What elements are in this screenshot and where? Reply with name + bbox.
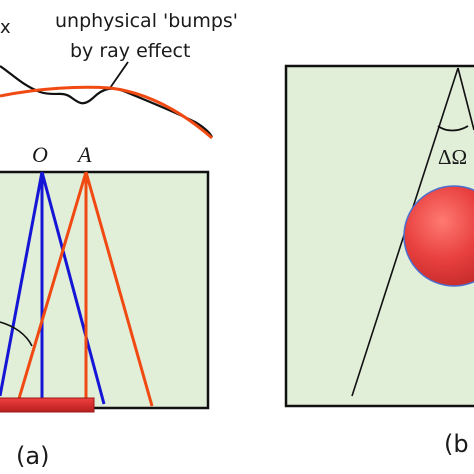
panel-a-box xyxy=(0,170,210,410)
red-rays-from-a xyxy=(16,171,154,407)
black-curve-with-bumps xyxy=(0,65,213,138)
blue-rays-from-o xyxy=(0,171,106,405)
cone-right-edge xyxy=(457,67,474,131)
red-ray-left xyxy=(16,171,88,403)
panel-b-label: (b xyxy=(444,430,469,458)
point-a-label: A xyxy=(76,142,92,167)
blue-ray-left xyxy=(0,171,44,397)
solid-angle-arc xyxy=(437,125,469,132)
blue-ray-right xyxy=(40,171,106,405)
angle-arc xyxy=(0,321,33,347)
source-bar xyxy=(0,397,95,413)
red-ray-right xyxy=(84,171,154,407)
x-label: x xyxy=(0,17,11,38)
bumps-label-line1: unphysical 'bumps' xyxy=(55,10,238,32)
panel-a-label: (a) xyxy=(16,442,49,470)
point-o-label: O xyxy=(32,142,48,167)
red-reference-curve xyxy=(0,85,213,140)
solid-angle-label: ΔΩ xyxy=(438,145,467,169)
red-sphere xyxy=(403,185,474,287)
bumps-label-line2: by ray effect xyxy=(70,40,190,62)
bumps-pointer-line xyxy=(109,61,129,89)
